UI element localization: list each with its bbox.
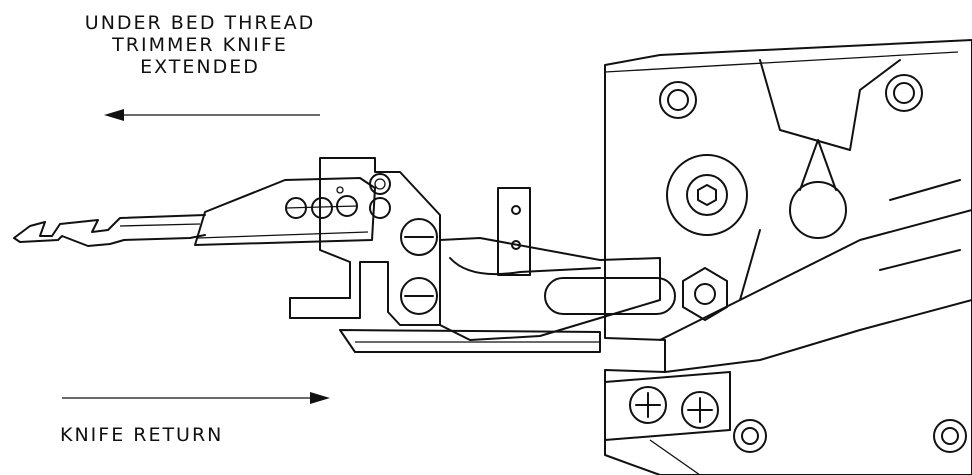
link-plate	[289, 157, 441, 326]
drive-lever	[339, 237, 676, 353]
lower-screws	[604, 371, 967, 475]
extend-arrow	[104, 109, 320, 121]
title-label-block: UNDER BED THREAD TRIMMER KNIFE EXTENDED	[40, 12, 360, 78]
knife-return-label: KNIFE RETURN	[60, 424, 224, 446]
title-line-3: EXTENDED	[140, 56, 260, 78]
mounting-bracket	[497, 187, 531, 276]
title-line-1: UNDER BED THREAD	[84, 12, 316, 34]
return-arrow	[62, 392, 330, 404]
knife-holder	[194, 177, 376, 246]
pivot-hex-bolt	[666, 154, 748, 321]
title-line-2: TRIMMER KNIFE	[112, 34, 288, 56]
knife-blade	[13, 214, 206, 247]
main-frame	[604, 39, 972, 475]
